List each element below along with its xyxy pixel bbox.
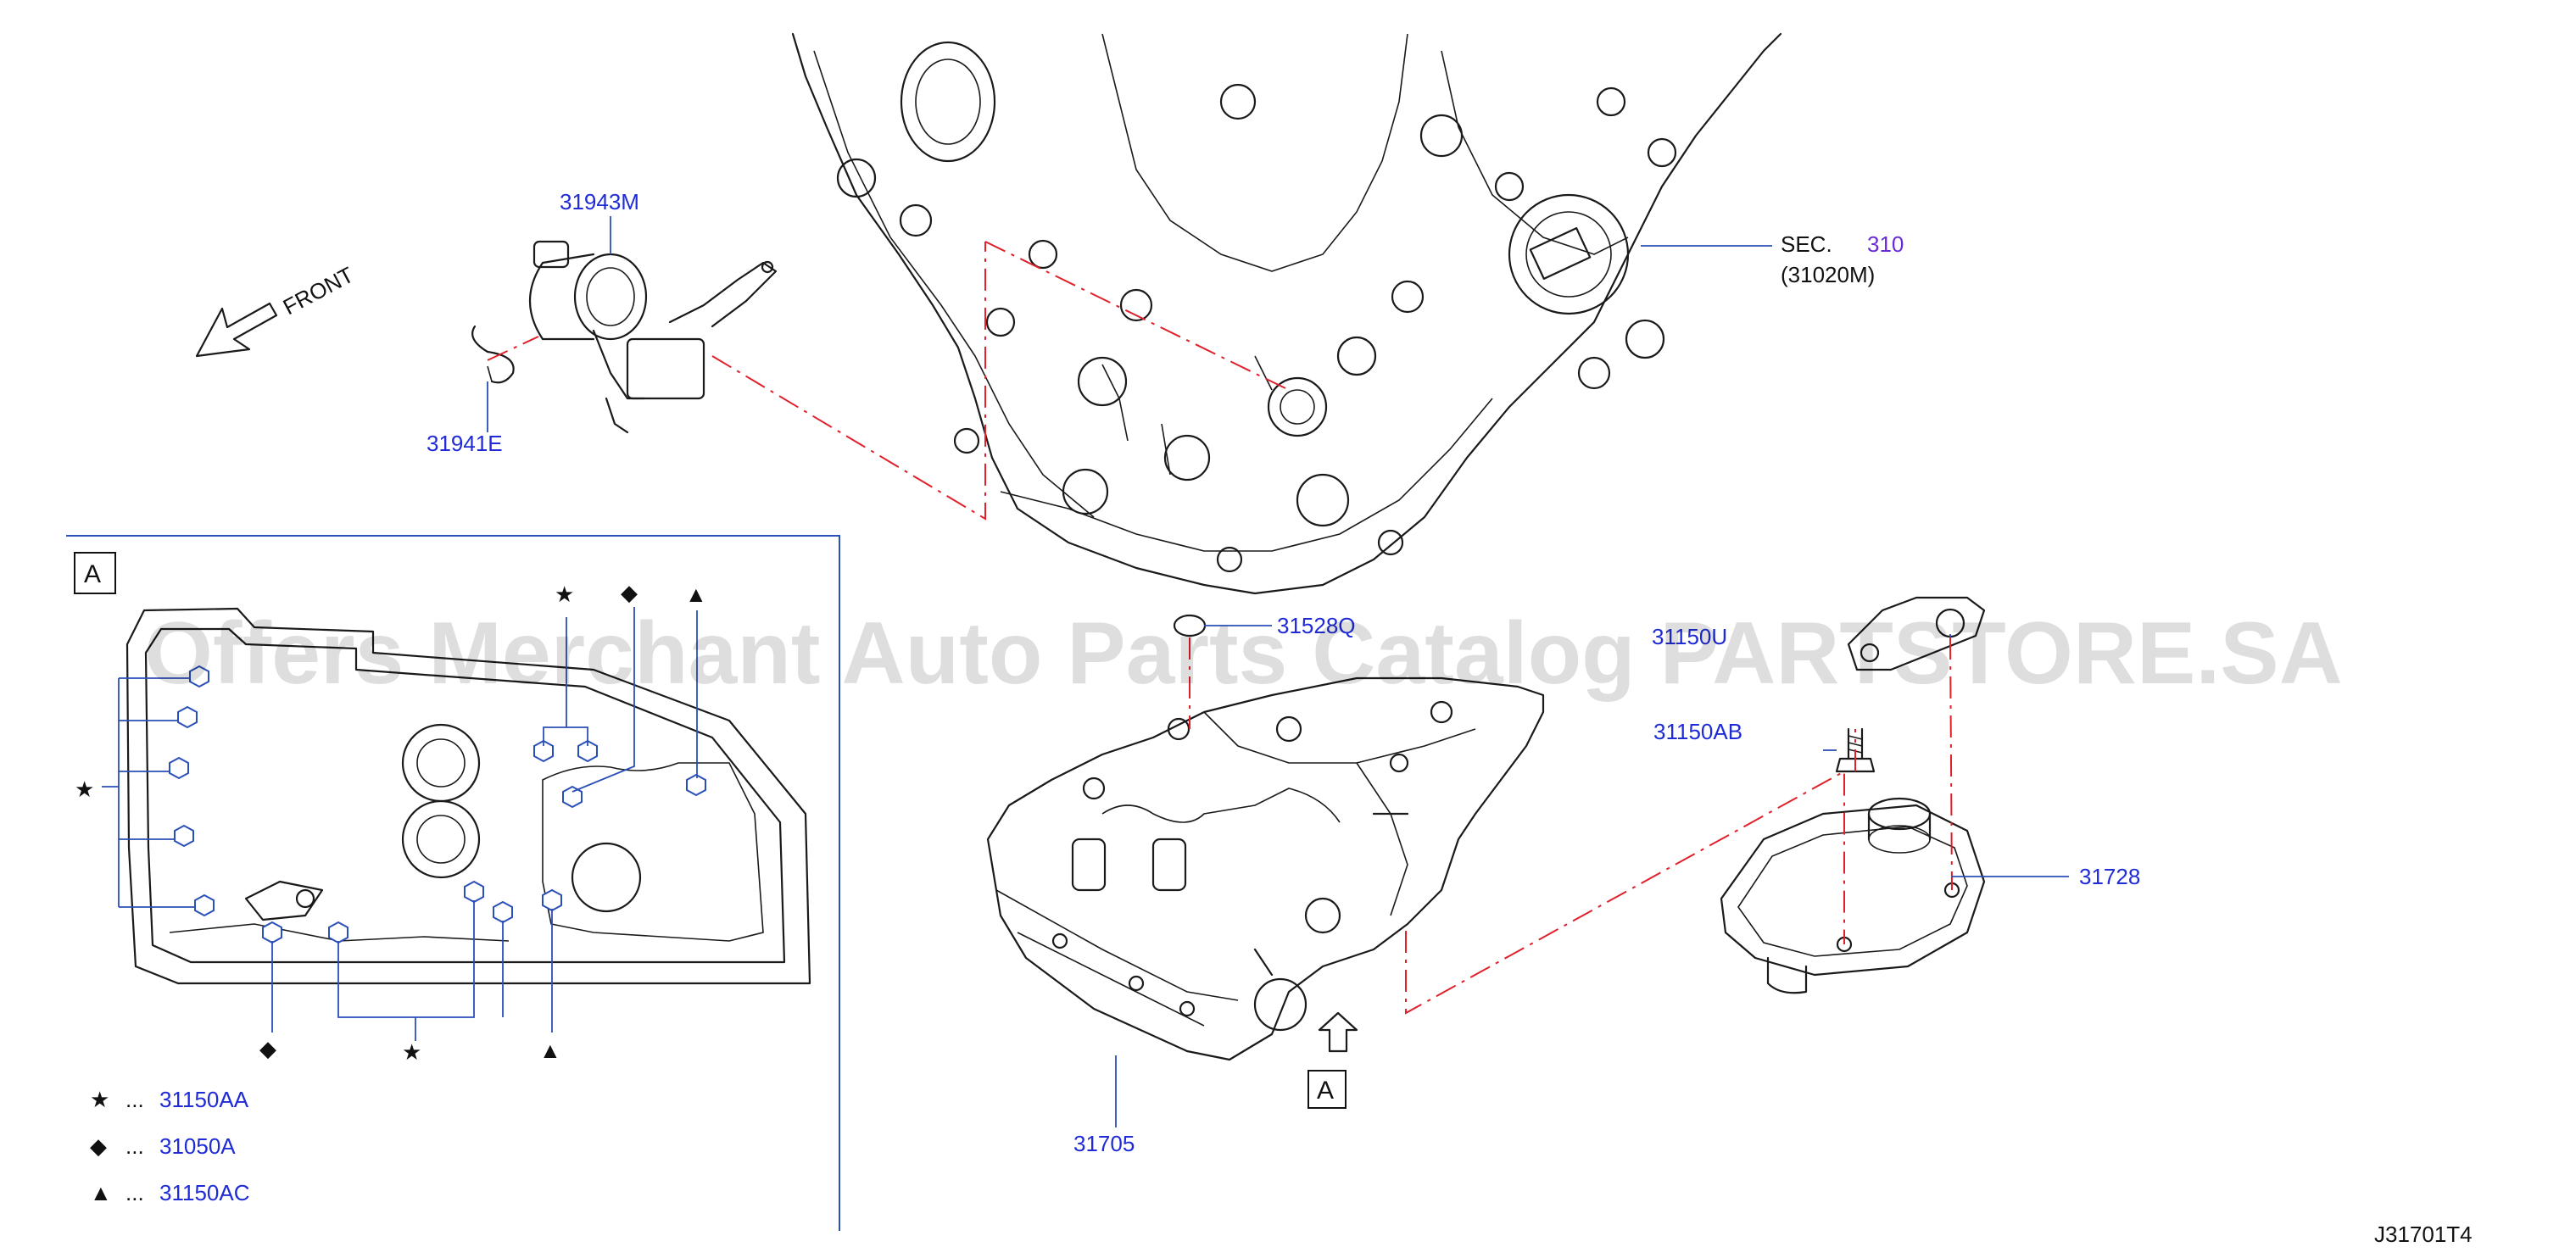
transmission-case (791, 32, 1782, 595)
label-31705: 31705 (1073, 1131, 1135, 1156)
legend-prefix: ... (125, 1133, 144, 1159)
phantom-lines (487, 241, 1953, 1015)
clip-31941e (471, 325, 515, 384)
label-31943m: 31943M (560, 189, 639, 214)
legend-prefix: ... (125, 1180, 144, 1205)
diagram-code: J31701T4 (2374, 1222, 2473, 1247)
watermark: Offers Merchant Auto Parts Catalog PARTS… (144, 604, 2343, 703)
front-arrow (195, 302, 278, 358)
symbol-star-top: ★ (555, 582, 574, 607)
leader-lines (487, 216, 2069, 1127)
section-prefix: SEC. (1781, 231, 1832, 257)
symbol-triangle-top: ▲ (685, 582, 707, 607)
strainer-31728 (1720, 797, 1986, 994)
label-31728: 31728 (2079, 864, 2140, 889)
legend-triangle-code: 31150AC (159, 1180, 250, 1205)
view-a-box-small (1308, 1070, 1347, 1109)
legend-prefix: ... (125, 1087, 144, 1112)
symbol-triangle-bottom: ▲ (539, 1038, 561, 1063)
view-arrow-up (1318, 1011, 1358, 1053)
label-31150ab: 31150AB (1653, 719, 1742, 744)
symbol-diamond-top: ◆ (621, 580, 638, 605)
solenoid-31943m (529, 240, 778, 434)
pan-bolts (169, 665, 706, 944)
section-part: (31020M) (1781, 262, 1875, 287)
view-a-panel: A (66, 535, 840, 1231)
label-31528q: 31528Q (1277, 613, 1356, 638)
label-31150u: 31150U (1652, 624, 1727, 649)
view-a-label: A (84, 560, 101, 588)
symbol-diamond-bottom: ◆ (259, 1036, 276, 1061)
legend-triangle-symbol: ▲ (90, 1180, 112, 1205)
legend-star-symbol: ★ (90, 1087, 109, 1112)
symbol-star-left: ★ (75, 777, 94, 802)
front-label: FRONT (279, 262, 358, 320)
label-31941e: 31941E (427, 431, 503, 456)
view-a-label-small: A (1317, 1077, 1334, 1105)
legend: ★ ... 31150AA ◆ ... 31050A ▲ ... 31150AC (90, 1087, 250, 1205)
section-number: 310 (1867, 231, 1904, 257)
symbol-star-bottom: ★ (402, 1039, 421, 1065)
legend-diamond-symbol: ◆ (90, 1133, 107, 1159)
legend-diamond-code: 31050A (159, 1133, 236, 1159)
view-a-box (74, 552, 116, 594)
legend-star-code: 31150AA (159, 1087, 249, 1112)
control-valve-31705 (986, 676, 1545, 1061)
